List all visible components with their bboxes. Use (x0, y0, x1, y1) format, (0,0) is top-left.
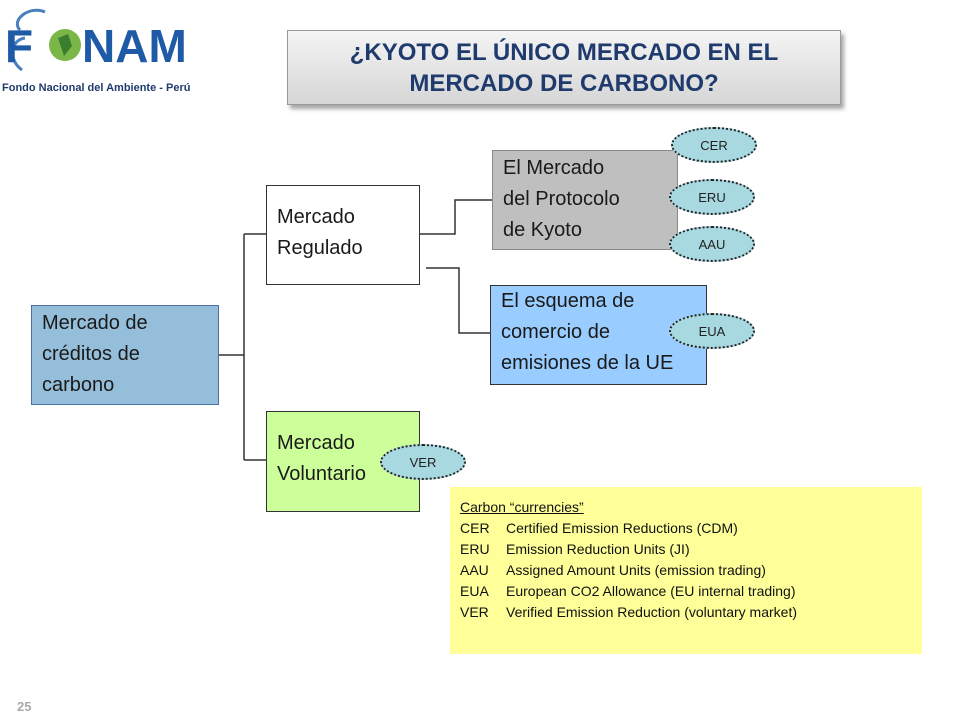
legend-desc: Certified Emission Reductions (CDM) (506, 520, 738, 536)
fonam-logo-mark: F NAM (5, 8, 187, 72)
page-number: 25 (17, 699, 32, 714)
svg-text:F: F (5, 20, 33, 72)
tag-aau: AAU (669, 226, 755, 262)
node-regulated-market: Mercado Regulado (266, 185, 420, 285)
legend-row: AAU Assigned Amount Units (emission trad… (460, 560, 912, 581)
tag-ver: VER (380, 444, 466, 480)
page-title: ¿KYOTO EL ÚNICO MERCADO EN EL MERCADO DE… (349, 38, 779, 97)
legend-desc: European CO2 Allowance (EU internal trad… (506, 583, 796, 599)
legend-row: CER Certified Emission Reductions (CDM) (460, 518, 912, 539)
legend-code: CER (460, 520, 490, 536)
legend-code: EUA (460, 583, 489, 599)
connector-eu (426, 267, 490, 334)
title-box: ¿KYOTO EL ÚNICO MERCADO EN EL MERCADO DE… (287, 30, 841, 105)
legend-code: AAU (460, 562, 489, 578)
node-kyoto-protocol-market: El Mercado del Protocolo de Kyoto (492, 150, 678, 250)
legend-row: EUA European CO2 Allowance (EU internal … (460, 581, 912, 602)
legend-title: Carbon “currencies” (460, 499, 584, 515)
legend-row: VER Verified Emission Reduction (volunta… (460, 602, 912, 623)
connector-kyoto (420, 199, 492, 235)
logo-caption: Fondo Nacional del Ambiente - Perú (2, 82, 191, 94)
legend-code: VER (460, 604, 489, 620)
node-root-carbon-credits-market: Mercado de créditos de carbono (31, 305, 219, 405)
legend-desc: Emission Reduction Units (JI) (506, 541, 690, 557)
legend-code: ERU (460, 541, 490, 557)
legend-row: ERU Emission Reduction Units (JI) (460, 539, 912, 560)
fonam-logo: F NAM Fondo Nacional del Ambiente - Perú (0, 0, 200, 105)
legend-desc: Assigned Amount Units (emission trading) (506, 562, 766, 578)
tag-eua: EUA (669, 313, 755, 349)
svg-text:NAM: NAM (82, 20, 187, 72)
carbon-currencies-legend: Carbon “currencies” CER Certified Emissi… (450, 487, 922, 654)
tag-eru: ERU (669, 179, 755, 215)
legend-desc: Verified Emission Reduction (voluntary m… (506, 604, 798, 620)
tag-cer: CER (671, 127, 757, 163)
